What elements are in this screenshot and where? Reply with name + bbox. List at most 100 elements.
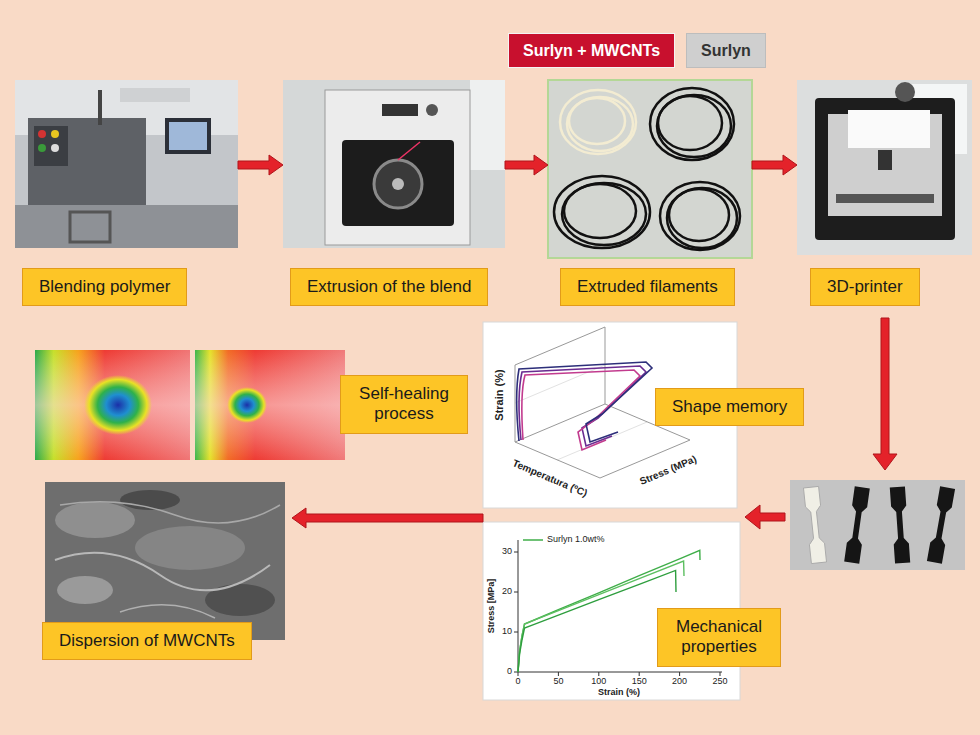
stage-label: Extruded filaments <box>560 268 735 306</box>
monitor-screen <box>169 122 207 150</box>
flow-arrow <box>752 155 797 175</box>
process-stage: Extrusion of the blend <box>283 80 505 305</box>
spool-hub <box>392 178 404 190</box>
mixer-machine <box>28 118 146 210</box>
axis-title: Stress [MPa] <box>487 579 497 634</box>
chart-axis <box>515 365 516 442</box>
sem-image <box>45 482 285 640</box>
tick-label: 150 <box>632 677 647 687</box>
filament-spool <box>895 82 915 102</box>
coil-loop <box>569 98 625 144</box>
button <box>51 130 59 138</box>
tick-label: 200 <box>672 677 687 687</box>
spool <box>374 160 422 208</box>
coil-loop <box>669 189 729 241</box>
thermal-image <box>195 350 345 460</box>
flow-arrow <box>873 318 897 470</box>
tick-label: 30 <box>502 547 512 557</box>
chair <box>70 212 110 242</box>
filament-coil <box>560 90 636 154</box>
stage-label: Mechanical properties <box>657 608 781 667</box>
damage-spot <box>227 387 267 423</box>
coil-loop <box>650 88 734 160</box>
lab-shelf <box>120 88 190 102</box>
chart-axis <box>518 540 519 672</box>
print-nozzle <box>878 150 892 170</box>
damage-spot <box>84 375 152 435</box>
stage-label: 3D-printer <box>810 268 920 306</box>
lab-bench <box>15 205 238 248</box>
stage-label: Blending polymer <box>22 268 187 306</box>
thermal-band <box>195 350 345 460</box>
process-stage: 3D-printer <box>797 80 972 305</box>
control-panel <box>34 126 68 166</box>
tick-label: 10 <box>502 627 512 637</box>
stage-label: Extrusion of the blend <box>290 268 488 306</box>
extruder-window <box>342 140 454 226</box>
flow-arrow <box>745 505 785 529</box>
extruder-dial <box>426 104 438 116</box>
process-stage: Dispersion of MWCNTs <box>42 482 292 660</box>
material-tag: Surlyn <box>686 33 766 68</box>
monitor <box>165 118 211 154</box>
stand-rod <box>98 90 102 125</box>
thermal-image <box>35 350 190 460</box>
coil-loop <box>667 188 737 248</box>
tick-label: 250 <box>712 677 727 687</box>
coil-loop <box>658 96 722 150</box>
process-stage: Mechanical properties <box>483 512 813 702</box>
photo-frame <box>797 80 972 255</box>
tag-text: Surlyn + MWCNTs <box>523 42 660 59</box>
axis-title: Stress (MPa) <box>638 453 698 487</box>
filament-coil <box>554 88 740 250</box>
paper-sheet <box>848 110 930 148</box>
tick-label: 100 <box>591 677 606 687</box>
dogbone-specimen <box>890 487 910 564</box>
coil-loop <box>564 184 636 238</box>
chart-axis <box>515 327 605 365</box>
extruder-body <box>325 90 470 245</box>
flow-arrow <box>505 155 548 175</box>
cycle-curve <box>519 366 646 446</box>
sem-ridge <box>120 605 215 618</box>
process-stage: Self-healing process <box>30 345 455 465</box>
process-stage: Extruded filaments <box>548 80 752 305</box>
button <box>38 144 46 152</box>
coil-loop <box>657 95 731 157</box>
tick-label: 0 <box>515 677 520 687</box>
thermal-band <box>35 350 190 460</box>
process-stage: Blending polymer <box>15 80 238 305</box>
window-light <box>470 80 505 170</box>
legend-sample <box>523 539 543 541</box>
photo-frame <box>283 80 505 248</box>
axis-title: Temperatura (ºC) <box>511 457 589 498</box>
coil-loop <box>560 90 636 154</box>
extruder-display <box>382 104 418 116</box>
coil-loop <box>562 183 646 245</box>
sem-ridge <box>60 502 280 523</box>
axis-title: Strain (%) <box>493 369 505 420</box>
tick-label: 50 <box>553 677 563 687</box>
legend-text: Surlyn 1.0wt% <box>547 535 605 545</box>
sem-feature <box>57 576 113 604</box>
photo-frame <box>790 480 965 570</box>
coil-loop <box>554 176 650 248</box>
material-tag: Surlyn + MWCNTs <box>508 33 675 68</box>
axis-title: Strain (%) <box>598 688 640 698</box>
button <box>51 144 59 152</box>
cycle-curve <box>517 362 652 442</box>
tick-label: 20 <box>502 587 512 597</box>
button <box>38 130 46 138</box>
stage-label: Self-healing process <box>340 375 468 434</box>
filament-strand <box>398 142 420 160</box>
flow-arrow <box>292 508 483 528</box>
dogbone-specimen <box>927 486 955 563</box>
print-bed <box>836 194 934 203</box>
sem-ridge <box>55 553 270 591</box>
dogbone-specimen <box>803 486 826 563</box>
flow-arrow <box>238 155 283 175</box>
cycle-curve <box>522 370 640 450</box>
stage-label: Shape memory <box>655 388 804 426</box>
